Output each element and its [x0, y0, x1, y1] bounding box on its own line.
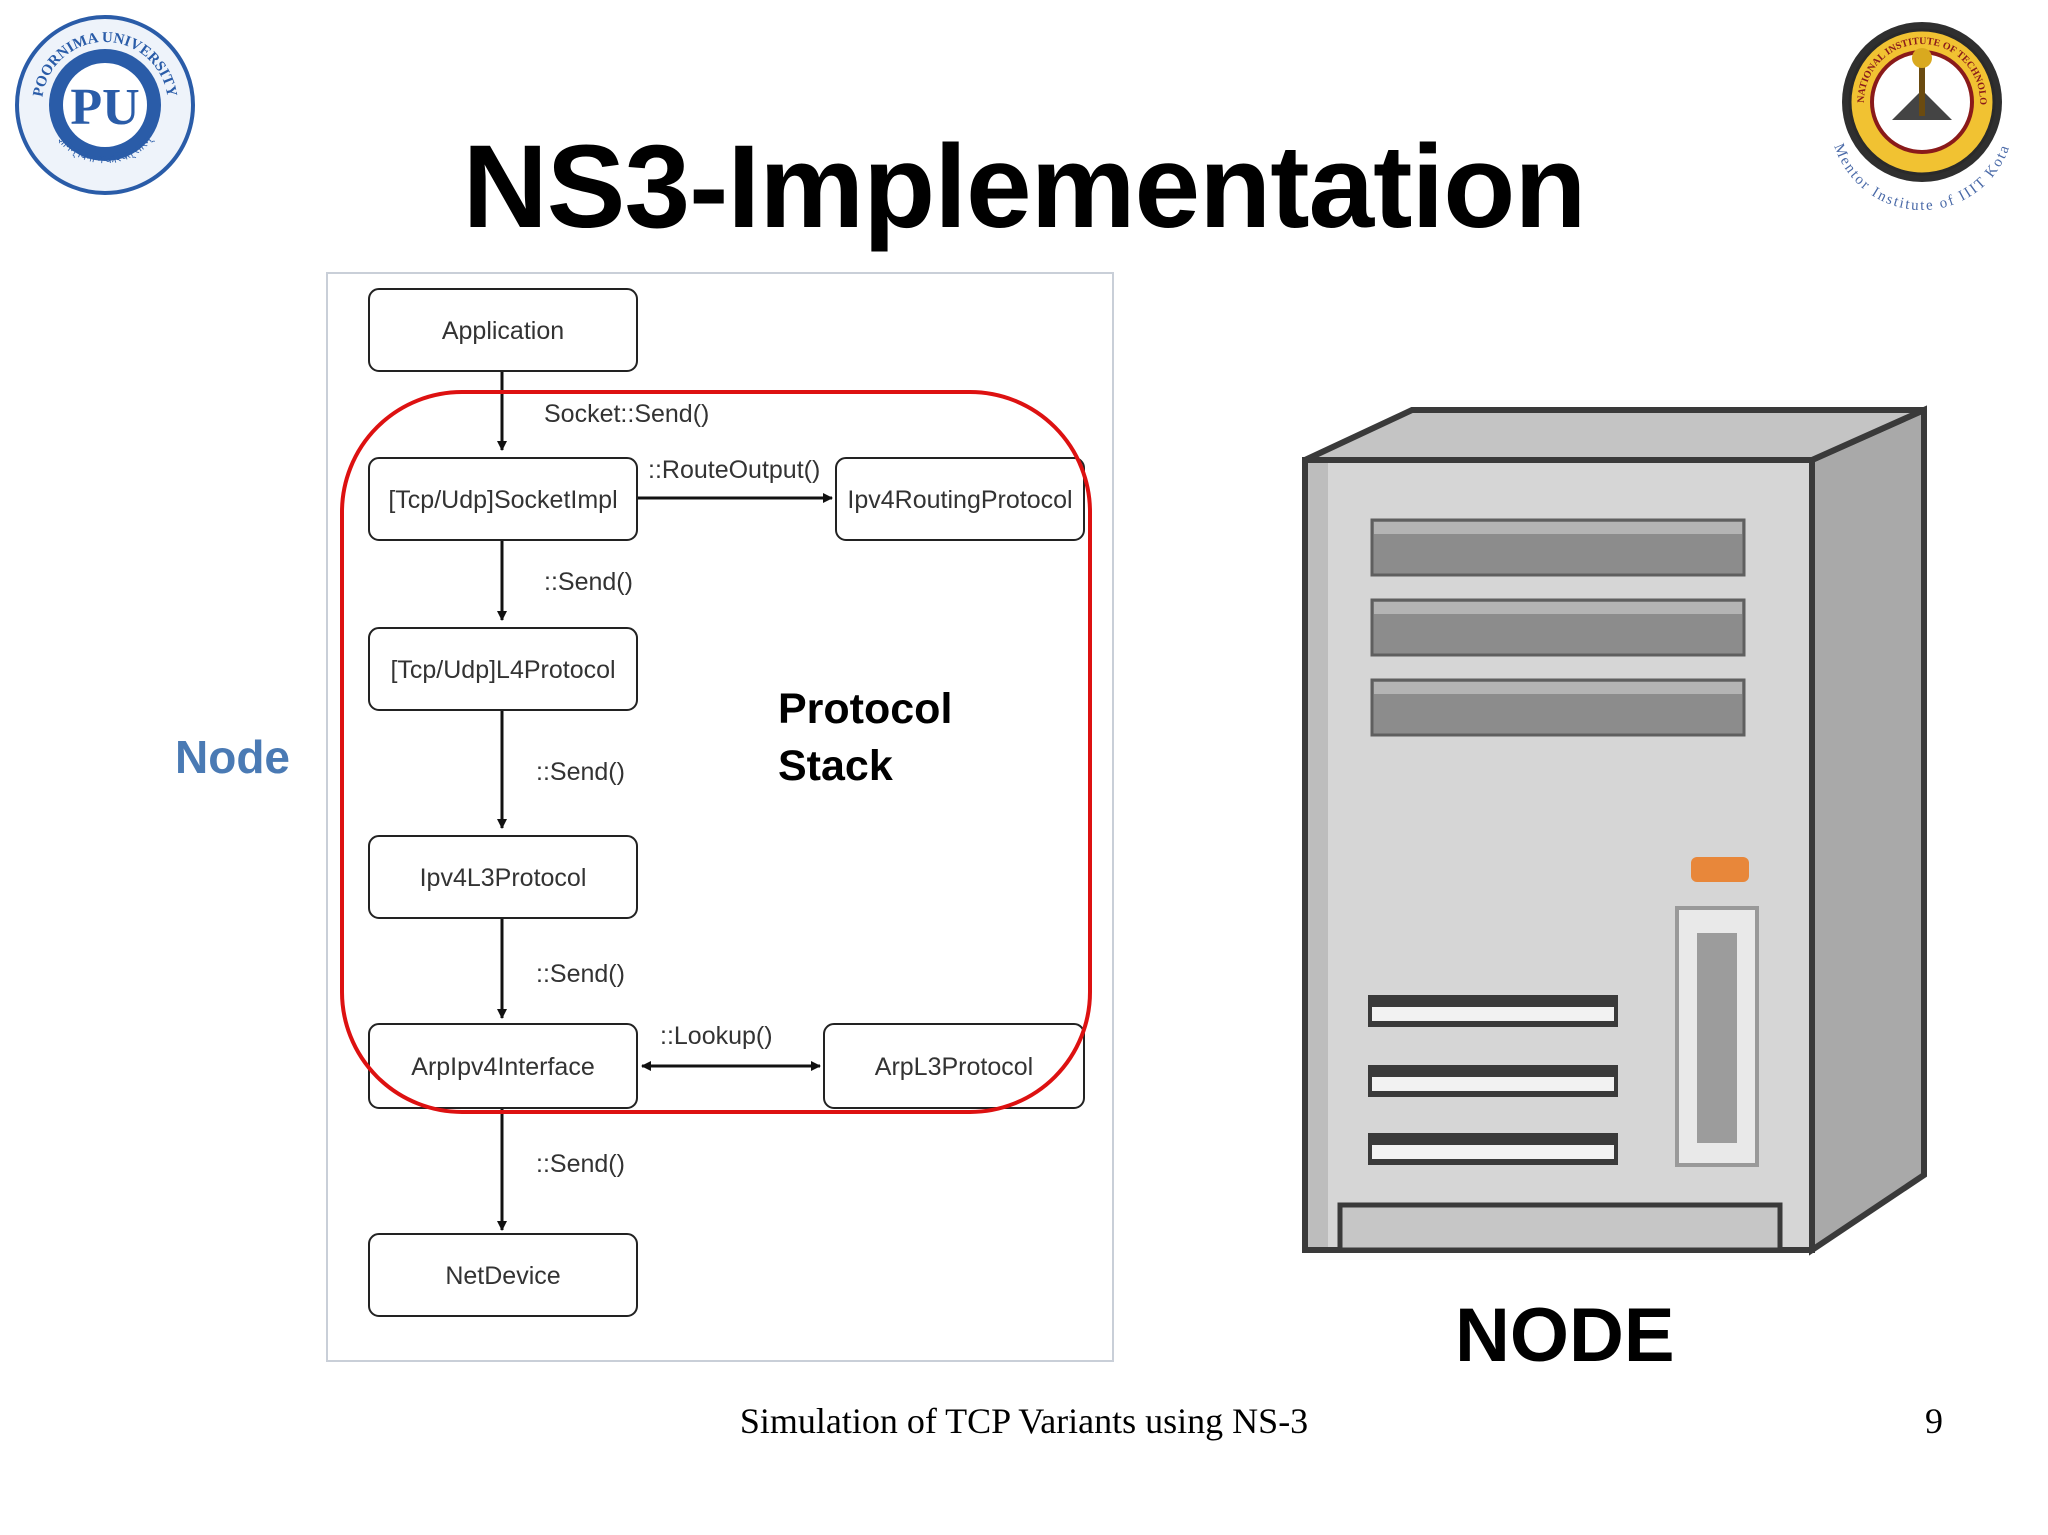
label-netdevice: NetDevice: [445, 1262, 560, 1290]
box-l3-protocol: [368, 835, 638, 919]
poornima-university-logo: PU POORNIMA UNIVERSITY ज्ञानम् बिना न कश…: [15, 15, 195, 195]
slide-footer: Simulation of TCP Variants using NS-3: [739, 1401, 1309, 1441]
label-l4-protocol: [Tcp/Udp]L4Protocol: [390, 656, 615, 684]
diagram-frame: [326, 272, 1114, 1362]
server-node-illustration: [1302, 405, 1927, 1256]
protocol-stack-highlight: [340, 390, 1092, 1114]
edge-label-send-2: ::Send(): [536, 758, 625, 786]
edge-label-socket-send: Socket::Send(): [544, 400, 709, 428]
box-socket-impl: [368, 457, 638, 541]
box-arp-l3-protocol: [823, 1023, 1085, 1109]
box-l4-protocol: [368, 627, 638, 711]
label-routing-protocol: Ipv4RoutingProtocol: [847, 486, 1072, 514]
page-number: 9: [1925, 1401, 1943, 1441]
server-led-indicator: [1691, 857, 1749, 882]
label-arp-l3-protocol: ArpL3Protocol: [875, 1053, 1033, 1081]
logo-left-monogram: PU: [70, 79, 139, 136]
label-l3-protocol: Ipv4L3Protocol: [420, 864, 587, 892]
edge-label-send-4: ::Send(): [536, 1150, 625, 1178]
label-arp-interface: ArpIpv4Interface: [411, 1053, 594, 1081]
label-application: Application: [442, 317, 564, 345]
edge-label-lookup: ::Lookup(): [660, 1022, 773, 1050]
label-socket-impl: [Tcp/Udp]SocketImpl: [388, 486, 617, 514]
node-caption: NODE: [1455, 1293, 1675, 1378]
node-side-label: Node: [175, 731, 290, 783]
box-netdevice: [368, 1233, 638, 1317]
edge-label-route-output: ::RouteOutput(): [648, 456, 820, 484]
slide-title: NS3-Implementation: [462, 121, 1587, 253]
mnit-jaipur-logo: MALAVIYA NATIONAL INSTITUTE OF TECHNOLOG…: [1818, 10, 2012, 210]
protocol-stack-label-line1: Protocol: [778, 685, 952, 733]
edge-label-send-3: ::Send(): [536, 960, 625, 988]
edge-label-send-1: ::Send(): [544, 568, 633, 596]
box-application: [368, 288, 638, 372]
protocol-stack-diagram: Application [Tcp/Udp]SocketImpl Ipv4Rout…: [326, 272, 1114, 1362]
protocol-stack-label-line2: Stack: [778, 742, 893, 790]
box-routing-protocol: [835, 457, 1085, 541]
